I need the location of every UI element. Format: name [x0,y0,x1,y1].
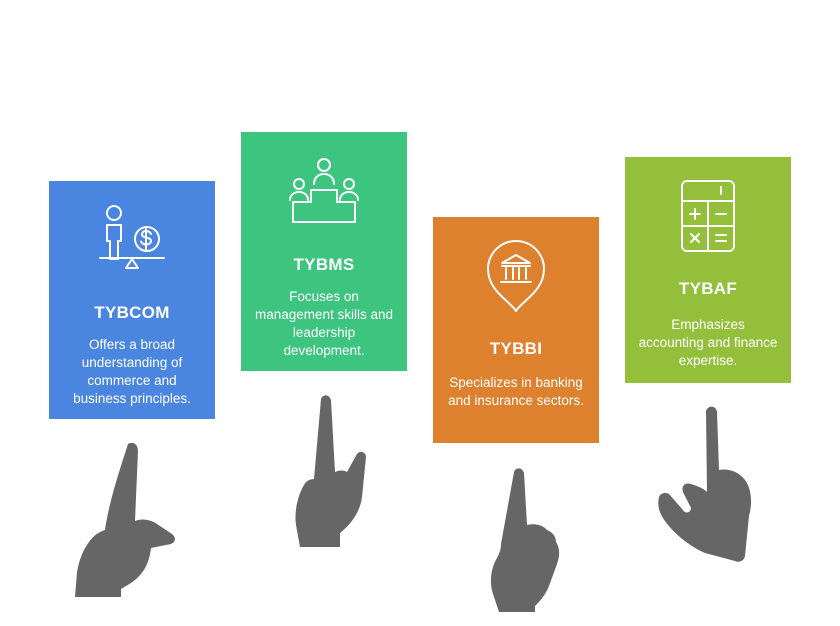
pointing-hand-icon [70,440,180,600]
person-balance-money-icon [49,203,215,279]
card-title: TYBAF [678,279,738,298]
card-tybcom: TYBCOM Offers a broad understanding of c… [49,181,215,419]
card-tybaf: TYBAF Emphasizes accounting and finance … [625,157,791,383]
card-description: Focuses on management skills and leaders… [254,289,394,358]
card-description: Offers a broad understanding of commerce… [73,337,191,406]
pointing-hand-icon [476,466,566,618]
card-description: Specializes in banking and insurance sec… [448,375,584,408]
card-title: TYBCOM [94,303,170,322]
card-description: Emphasizes accounting and finance expert… [638,317,778,368]
card-title: TYBBI [489,339,543,358]
calculator-icon [625,179,791,255]
card-tybms: TYBMS Focuses on management skills and l… [241,132,407,371]
bank-location-pin-icon [433,239,599,315]
pointing-hand-icon [283,393,373,553]
pointing-hand-icon [654,405,764,565]
card-tybbi: TYBBI Specializes in banking and insuran… [433,217,599,443]
leader-podium-icon [241,154,407,230]
card-title: TYBMS [293,255,355,274]
